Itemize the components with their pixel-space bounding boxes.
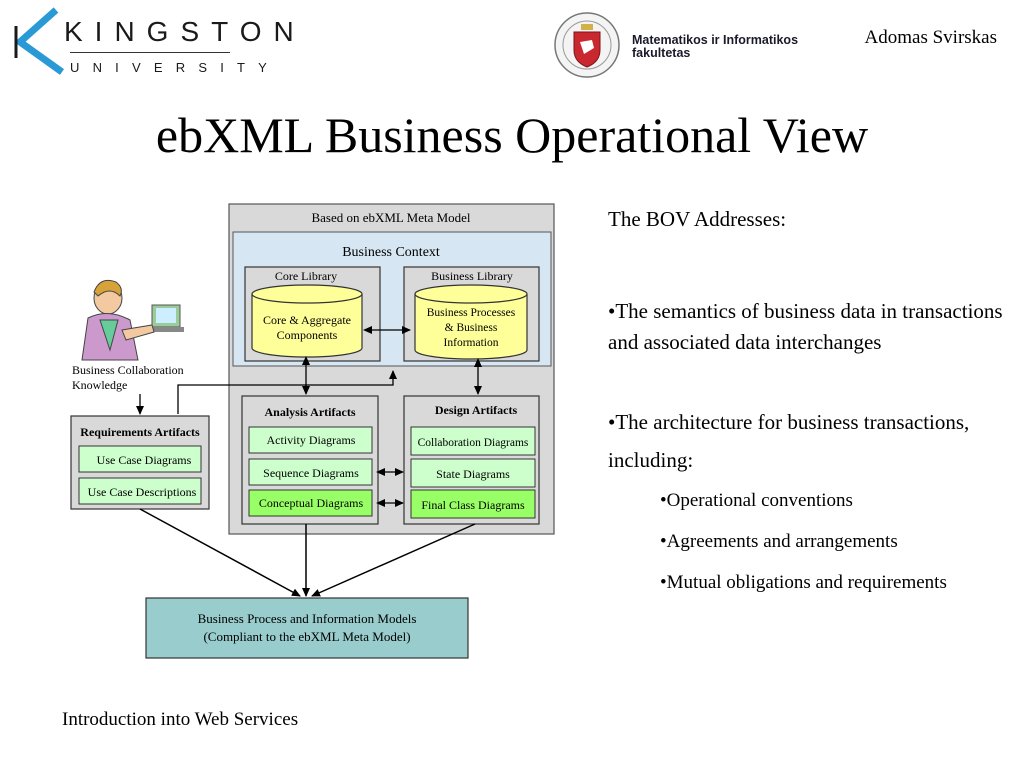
state-diagrams-label: State Diagrams [436, 467, 510, 481]
business-library-label: Business Library [431, 269, 513, 283]
activity-diagrams-label: Activity Diagrams [267, 433, 356, 447]
sub-bullet-agreements: •Agreements and arrangements [660, 531, 898, 552]
conceptual-diagrams-label: Conceptual Diagrams [259, 496, 364, 510]
sub-bullet-obligations: •Mutual obligations and requirements [660, 572, 947, 593]
ebxml-bov-diagram: Based on ebXML Meta Model Business Conte… [70, 203, 555, 659]
final-class-diagrams-box [410, 489, 536, 519]
university-seal-icon [554, 12, 620, 78]
requirements-label: Requirements Artifacts [80, 425, 200, 439]
design-models-arrow [311, 523, 476, 597]
analysis-label: Analysis Artifacts [265, 405, 356, 419]
sequence-diagrams-box [248, 458, 373, 486]
activity-diagrams-box [248, 426, 373, 454]
collaboration-diagrams-label: Collaboration Diagrams [418, 437, 529, 449]
business-information-cylinder: Business Processes & Business Informatio… [414, 284, 528, 360]
author-name: Adomas Svirskas [864, 27, 997, 48]
requirements-context-arrow [177, 370, 397, 414]
logo-divider [70, 52, 230, 53]
sequence-diagrams-label: Sequence Diagrams [263, 466, 359, 480]
bullet-architecture: •The architecture for business transacti… [608, 410, 970, 472]
knowledge-line1: Business Collaboration [72, 363, 184, 377]
faculty-name-line1: Matematikos ir Informatikos [632, 33, 799, 47]
collaboration-diagrams-box [410, 426, 536, 456]
slide-footer: Introduction into Web Services [62, 709, 299, 730]
final-class-diagrams-label: Final Class Diagrams [421, 498, 525, 512]
state-diagrams-box [410, 458, 536, 488]
business-info-line1: Business Processes [427, 307, 516, 319]
kingston-name: KINGSTON [64, 16, 306, 47]
business-info-line2: & Business [445, 322, 498, 334]
business-person-clipart-icon [81, 279, 184, 361]
requirements-models-arrow [139, 508, 301, 597]
use-case-descriptions-label: Use Case Descriptions [88, 485, 197, 499]
use-case-diagrams-label: Use Case Diagrams [97, 453, 192, 467]
business-models-box [145, 597, 469, 659]
use-case-diagrams-box [78, 445, 202, 473]
models-line2: (Compliant to the ebXML Meta Model) [203, 629, 410, 644]
core-library-label: Core Library [275, 269, 337, 283]
business-context-label: Business Context [342, 245, 440, 260]
use-case-descriptions-box [78, 477, 202, 505]
faculty-logo: Matematikos ir Informatikos fakultetas [552, 10, 822, 80]
bov-heading: The BOV Addresses: [608, 207, 787, 231]
kingston-subtitle: UNIVERSITY [70, 60, 281, 75]
faculty-name-line2: fakultetas [632, 46, 691, 60]
slide-title: ebXML Business Operational View [155, 107, 869, 163]
bullet-semantics: •The semantics of business data in trans… [608, 299, 1003, 354]
core-components-cylinder: Core & Aggregate Components [251, 284, 363, 358]
models-line1: Business Process and Information Models [198, 611, 417, 626]
faculty-name: Matematikos ir Informatikos fakultetas [632, 34, 798, 60]
kingston-k-mark-icon [14, 7, 65, 75]
conceptual-diagrams-box [248, 489, 373, 517]
design-label: Design Artifacts [435, 403, 518, 417]
business-info-line3: Information [444, 337, 499, 349]
sub-bullet-conventions: •Operational conventions [660, 490, 853, 511]
core-components-line2: Components [277, 328, 338, 342]
core-components-line1: Core & Aggregate [263, 313, 351, 327]
kingston-university-logo: KINGSTON UNIVERSITY [8, 6, 294, 78]
knowledge-line2: Knowledge [72, 378, 127, 392]
meta-model-label: Based on ebXML Meta Model [311, 210, 470, 225]
